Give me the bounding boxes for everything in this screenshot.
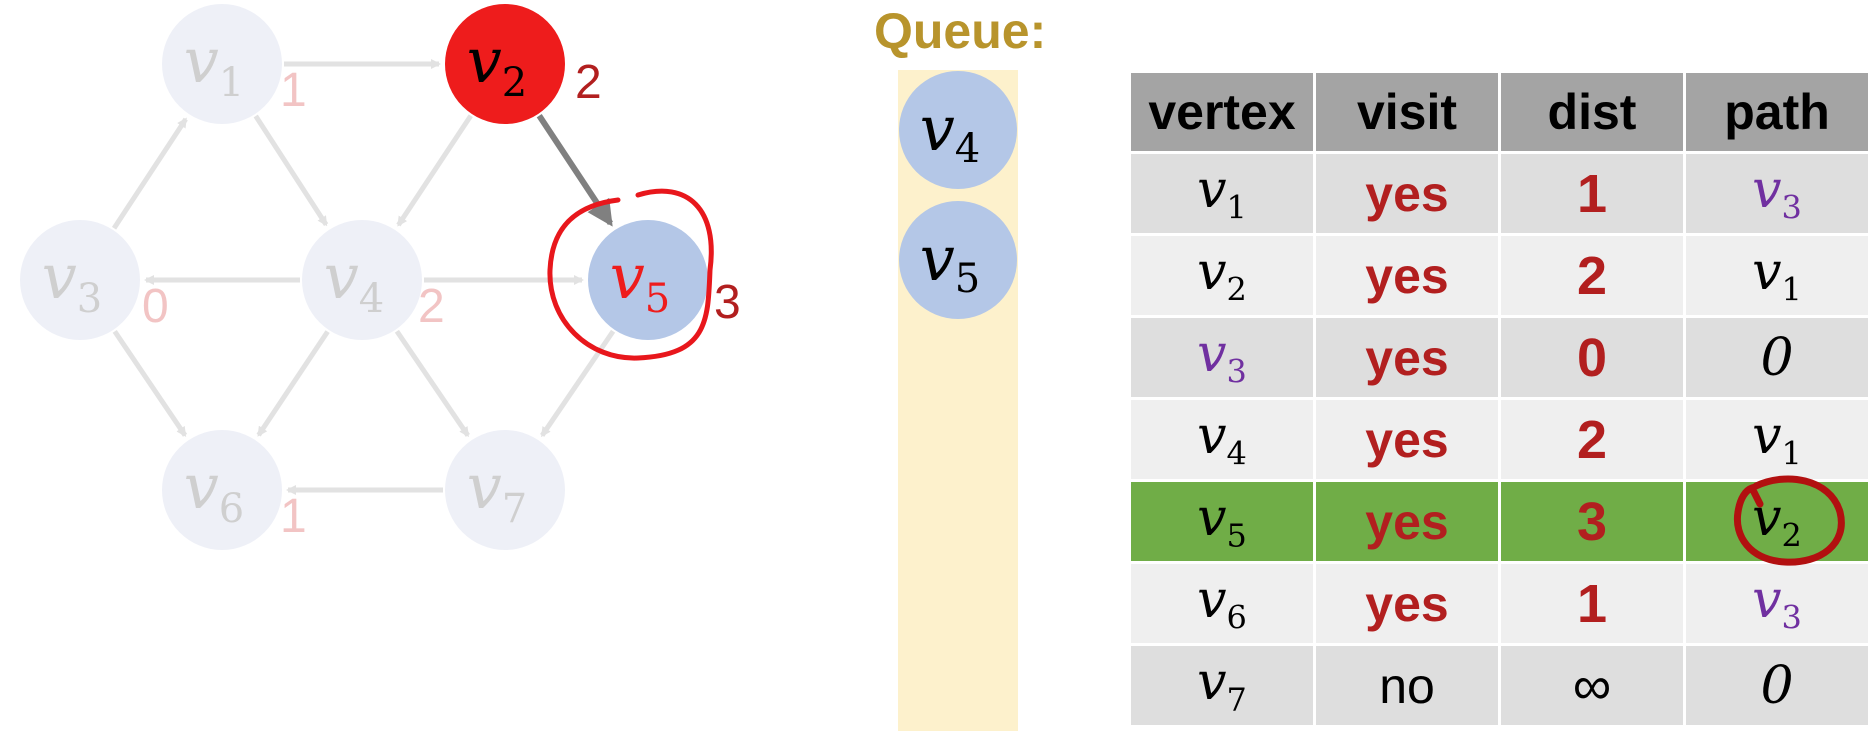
node-circle-v5 — [588, 220, 708, 340]
cell-dist: 2 — [1501, 236, 1683, 315]
path-highlight-circle — [1734, 475, 1845, 566]
node-circle-v3 — [20, 220, 140, 340]
header-path: path — [1686, 73, 1868, 151]
header-vertex: vertex — [1131, 73, 1313, 151]
table-header-row: vertex visit dist path — [1131, 73, 1868, 151]
node-circle-v6 — [162, 430, 282, 550]
cell-dist: 2 — [1501, 400, 1683, 479]
node-dist-v6: 1 — [280, 490, 307, 543]
node-v7: v7 — [445, 430, 565, 550]
cell-path: v3 — [1686, 154, 1868, 233]
node-circle-v1 — [162, 4, 282, 124]
edge-v4-v6 — [256, 330, 330, 437]
node-circle-v7 — [445, 430, 565, 550]
cell-visit: no — [1316, 646, 1498, 725]
queue-item: v4 — [899, 71, 1017, 189]
edge-layer — [111, 59, 616, 495]
cell-path: v2 — [1686, 475, 1868, 566]
node-dist-v1: 1 — [280, 64, 307, 117]
node-circle-v4 — [302, 220, 422, 340]
edge-v3-v6 — [112, 329, 188, 437]
cell-dist: 3 — [1501, 482, 1683, 561]
cell-path: 0 — [1686, 646, 1868, 725]
node-dist-v3: 0 — [142, 280, 169, 333]
edge-v5-v7 — [540, 329, 616, 438]
cell-dist: ∞ — [1501, 646, 1683, 725]
cell-visit: yes — [1316, 236, 1498, 315]
node-dist-v4: 2 — [418, 280, 445, 333]
cell-vertex: v1 — [1131, 154, 1313, 233]
cell-vertex: v2 — [1131, 236, 1313, 315]
cell-path: v1 — [1686, 400, 1868, 479]
node-dist-v2: 2 — [575, 56, 602, 109]
cell-path: 0 — [1686, 318, 1868, 397]
cell-vertex: v7 — [1131, 646, 1313, 725]
highlight-circle-v5 — [547, 188, 714, 361]
edge-v1-v4 — [253, 114, 329, 227]
cell-visit: yes — [1316, 318, 1498, 397]
queue-item-circle — [899, 71, 1017, 189]
node-dist-v5: 3 — [714, 276, 741, 329]
edge-v2-v5 — [536, 114, 613, 227]
node-circle-v2 — [445, 4, 565, 124]
cell-visit: yes — [1316, 400, 1498, 479]
edge-v2-v4 — [396, 114, 473, 227]
cell-dist: 1 — [1501, 564, 1683, 643]
cell-vertex: v4 — [1131, 400, 1313, 479]
cell-path: v3 — [1686, 564, 1868, 643]
queue-title: Queue: — [874, 3, 1047, 59]
cell-dist: 0 — [1501, 318, 1683, 397]
queue-item: v5 — [899, 201, 1017, 319]
cell-vertex: v5 — [1131, 482, 1313, 561]
cell-path: v1 — [1686, 236, 1868, 315]
cell-visit: yes — [1316, 482, 1498, 561]
cell-visit: yes — [1316, 564, 1498, 643]
edge-v4-v7 — [394, 329, 470, 438]
edge-v3-v1 — [111, 117, 188, 230]
queue-item-circle — [899, 201, 1017, 319]
header-dist: dist — [1501, 73, 1683, 151]
cell-visit: yes — [1316, 154, 1498, 233]
cell-vertex: v3 — [1131, 318, 1313, 397]
cell-dist: 1 — [1501, 154, 1683, 233]
queue-item-label: v4 — [920, 92, 980, 172]
cell-vertex: v6 — [1131, 564, 1313, 643]
header-visit: visit — [1316, 73, 1498, 151]
